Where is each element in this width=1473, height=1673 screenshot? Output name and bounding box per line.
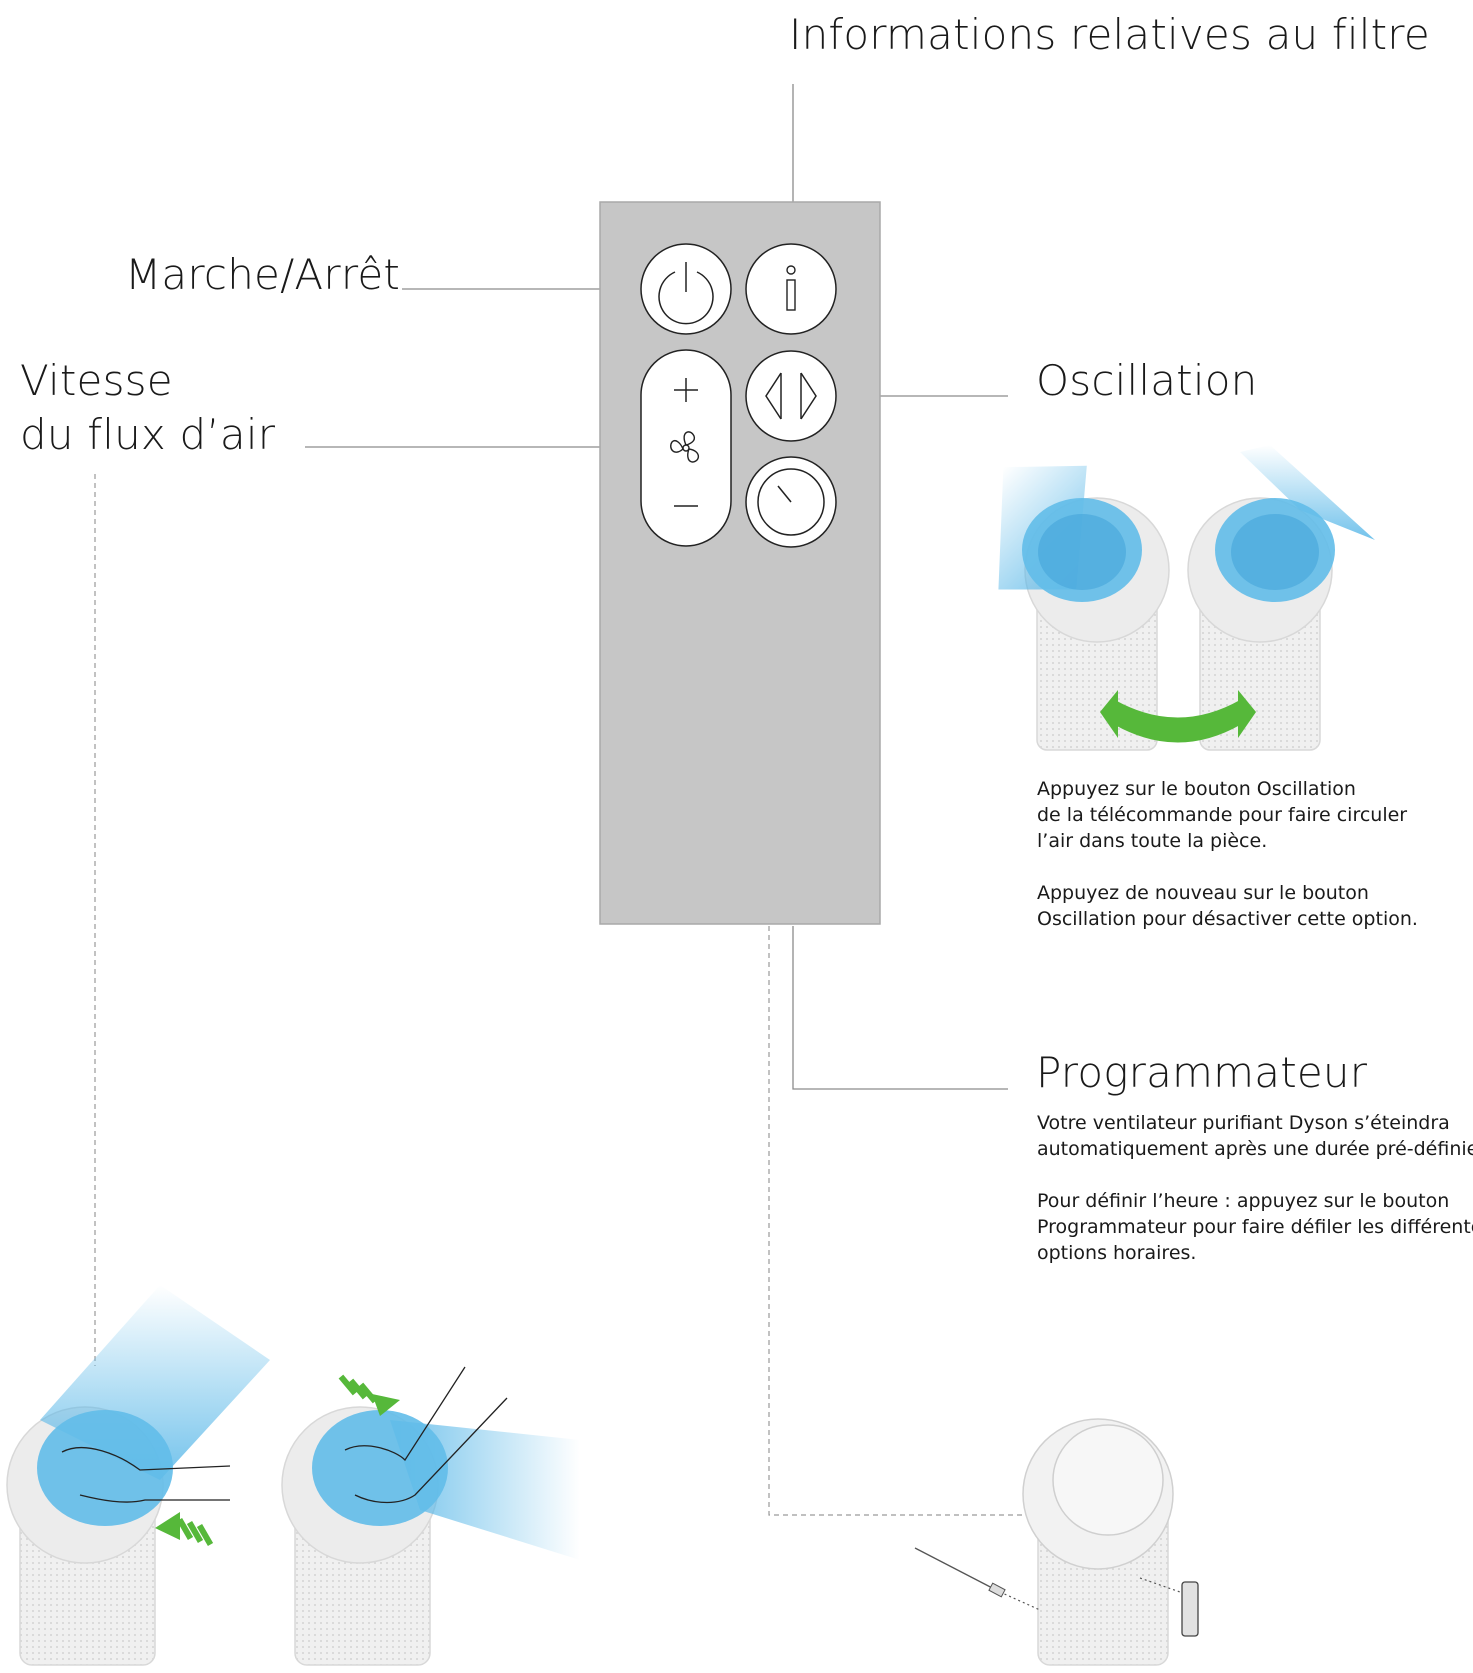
cable-icon (914, 1547, 1001, 1593)
oscillation-fan-left (998, 465, 1170, 751)
timer-label: Programmateur (1036, 1048, 1368, 1097)
oscillation-description: Appuyez sur le bouton Oscillation de la … (1037, 776, 1418, 932)
airflow-speed-rocker[interactable] (640, 349, 732, 547)
oscillation-icon (765, 372, 817, 420)
oscillation-fan-right (1187, 445, 1375, 751)
fan-icon (670, 431, 700, 463)
airflow-label-line2: du flux d’air (20, 410, 276, 459)
remote-dashed-line (768, 926, 1028, 1516)
timer-description: Votre ventilateur purifiant Dyson s’étei… (1037, 1110, 1473, 1266)
timer-callout-line (792, 926, 1008, 1090)
oscillation-text-line: de la télécommande pour faire circuler (1037, 804, 1408, 826)
filter-info-button[interactable] (745, 243, 837, 335)
down-arrow-icon (338, 1374, 400, 1416)
filter-info-label: Informations relatives au filtre (789, 10, 1430, 59)
oscillation-text-line: l’air dans toute la pièce. (1037, 830, 1268, 852)
up-arrow-icon (155, 1512, 214, 1547)
timer-button[interactable] (745, 456, 837, 548)
oscillation-text-line: Oscillation pour désactiver cette option… (1037, 908, 1418, 930)
oscillation-button[interactable] (745, 350, 837, 442)
oscillation-arrow-icon (1100, 690, 1256, 743)
timer-icon (757, 468, 825, 536)
timer-text-line: Pour définir l’heure : appuyez sur le bo… (1037, 1190, 1450, 1212)
power-button[interactable] (640, 243, 732, 335)
timer-text-line: automatiquement après une durée pré-défi… (1037, 1138, 1473, 1160)
hand-icon (61, 1447, 231, 1503)
timer-text-line: options horaires. (1037, 1242, 1197, 1264)
airflow-fan-hand-lower (281, 1366, 580, 1666)
timer-text-line: Programmateur pour faire défiler les dif… (1037, 1216, 1473, 1238)
airflow-label-line1: Vitesse (20, 356, 173, 405)
power-icon (658, 262, 714, 325)
timer-text-line: Votre ventilateur purifiant Dyson s’étei… (1037, 1112, 1450, 1134)
hand-icon (344, 1366, 508, 1504)
remote-storage-fan (914, 1418, 1199, 1666)
info-icon (786, 265, 796, 311)
oscillation-label: Oscillation (1036, 356, 1258, 405)
plus-icon (674, 378, 698, 402)
oscillation-text-line: Appuyez de nouveau sur le bouton (1037, 882, 1369, 904)
power-label: Marche/Arrêt (125, 250, 401, 299)
airflow-fan-hand-raise (6, 1285, 270, 1666)
oscillation-text-line: Appuyez sur le bouton Oscillation (1037, 778, 1356, 800)
remote-body (599, 201, 881, 925)
remote-miniature-icon (1181, 1581, 1199, 1637)
